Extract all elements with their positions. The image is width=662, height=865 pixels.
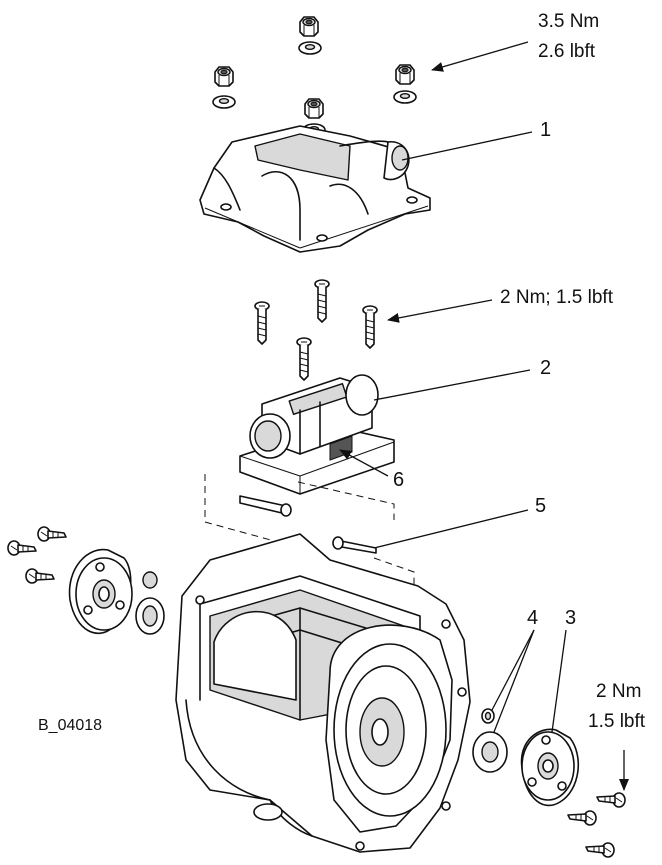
screw xyxy=(7,540,37,556)
nut xyxy=(212,66,236,109)
torque-label-screws: 2 Nm; 1.5 lbft xyxy=(500,287,613,308)
leader-2 xyxy=(373,369,531,401)
right-end-parts xyxy=(472,708,626,858)
cover-part-1 xyxy=(199,125,431,253)
pin-part-5 xyxy=(332,536,377,554)
screw xyxy=(25,568,55,584)
callout-3: 3 xyxy=(565,607,577,629)
leader-3 xyxy=(551,629,567,733)
callout-5: 5 xyxy=(535,495,547,517)
leader-4b xyxy=(493,629,535,733)
torque-label-nuts-nm: 3.5 Nm xyxy=(538,11,600,32)
top-nuts-group xyxy=(212,16,417,137)
leader-lines xyxy=(339,41,629,791)
torque-label-end-nm: 2 Nm xyxy=(596,681,642,702)
figure-code: B_04018 xyxy=(38,717,103,734)
screw xyxy=(596,792,626,808)
torque-label-nuts-lbft: 2.6 lbft xyxy=(538,41,596,62)
screw xyxy=(567,810,597,826)
mid-screws-group xyxy=(254,279,378,381)
leader-4a xyxy=(491,629,535,711)
callout-6: 6 xyxy=(393,469,405,491)
screw xyxy=(585,842,615,858)
screw xyxy=(314,279,330,323)
switch-part-2 xyxy=(239,374,395,495)
torque-arrow-screws xyxy=(387,299,493,323)
callout-1: 1 xyxy=(540,119,552,141)
main-housing xyxy=(175,533,471,853)
screw xyxy=(254,301,270,345)
screw xyxy=(296,337,312,381)
screw xyxy=(37,526,67,542)
leader-1 xyxy=(401,131,533,161)
torque-arrow-nuts xyxy=(431,41,529,72)
callout-4: 4 xyxy=(527,607,539,629)
leader-5 xyxy=(373,509,529,549)
callout-2: 2 xyxy=(540,357,552,379)
nut xyxy=(298,16,322,55)
screw xyxy=(362,305,378,349)
nut xyxy=(393,64,417,104)
pin-upper xyxy=(239,495,292,517)
leader-6 xyxy=(339,449,389,477)
left-end-parts xyxy=(7,526,165,635)
torque-label-end-lbft: 1.5 lbft xyxy=(588,711,646,732)
